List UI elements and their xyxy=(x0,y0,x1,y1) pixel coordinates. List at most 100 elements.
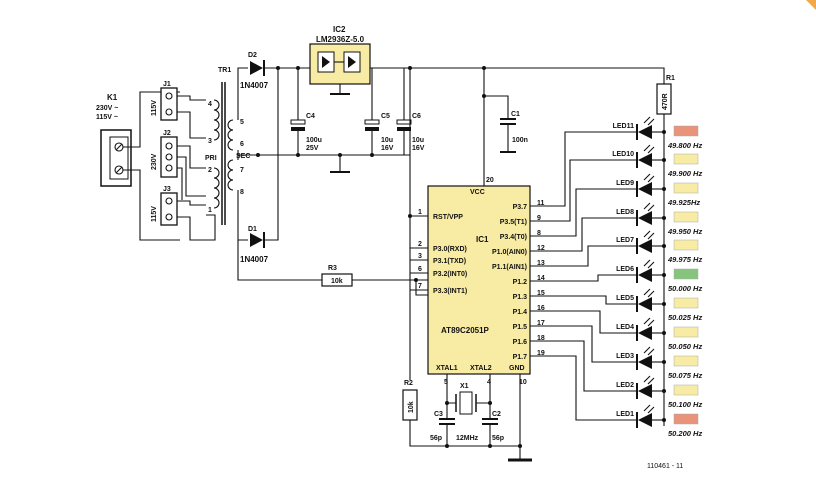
mcu-pin-9: 9 xyxy=(537,215,541,222)
k1-voltage-1: 230V ~ xyxy=(96,105,118,112)
connector-k1: K1 230V ~ 115V ~ xyxy=(96,93,132,187)
svg-text:7: 7 xyxy=(240,167,244,174)
led-ref: LED1 xyxy=(616,411,634,418)
mcu-pin-18: 18 xyxy=(537,335,545,342)
led-color-swatch xyxy=(673,413,699,425)
mcu-pin-name: P1.5 xyxy=(513,324,528,331)
svg-text:20: 20 xyxy=(486,177,494,184)
led-ref: LED5 xyxy=(616,295,634,302)
led-symbol xyxy=(638,239,652,253)
svg-text:5: 5 xyxy=(444,379,448,386)
mcu-pin-17: 17 xyxy=(537,320,545,327)
svg-text:6: 6 xyxy=(240,141,244,148)
k1-voltage-2: 115V ~ xyxy=(96,114,118,121)
svg-text:10u: 10u xyxy=(381,137,393,144)
cap-c4: C4 100u 25V xyxy=(290,68,322,155)
resistor-r3: R3 10k xyxy=(321,265,353,287)
mcu-pin-12: 12 xyxy=(537,245,545,252)
svg-text:4: 4 xyxy=(487,379,491,386)
mcu-pin-15: 15 xyxy=(537,290,545,297)
mcu-pin-name: P1.6 xyxy=(513,339,528,346)
mcu-pin-name: P3.7 xyxy=(513,204,528,211)
figure-number: 110461 - 11 xyxy=(647,463,683,470)
led-symbol xyxy=(638,268,652,282)
svg-text:R2: R2 xyxy=(404,380,413,387)
led-ref: LED9 xyxy=(616,180,634,187)
cap-c5: C5 10u 16V xyxy=(364,68,394,155)
mcu-pin-16: 16 xyxy=(537,305,545,312)
mcu-pin-name: P1.3 xyxy=(513,294,528,301)
led-symbol xyxy=(638,413,652,427)
mcu-pin-name: P3.3(INT1) xyxy=(433,288,467,295)
led-frequency: 50.025 Hz xyxy=(668,313,702,322)
mcu-pin-name: P1.2 xyxy=(513,279,528,286)
mcu-pin-name: P1.1(AIN1) xyxy=(492,264,527,271)
led-color-swatch xyxy=(673,125,699,137)
led-frequency: 49.975 Hz xyxy=(667,255,702,264)
svg-text:25V: 25V xyxy=(306,145,319,152)
svg-text:8: 8 xyxy=(240,189,244,196)
led-frequency: 50.050 Hz xyxy=(668,342,702,351)
led-ref: LED2 xyxy=(616,382,634,389)
led-symbol xyxy=(638,211,652,225)
svg-text:C1: C1 xyxy=(511,111,520,118)
diode-d1: D1 1N4007 xyxy=(240,226,269,264)
ic1-part: AT89C2051P xyxy=(441,326,490,335)
svg-text:C3: C3 xyxy=(434,411,443,418)
mcu-pin-2: 2 xyxy=(418,241,422,248)
svg-text:C5: C5 xyxy=(381,113,390,120)
svg-text:R3: R3 xyxy=(328,265,337,272)
led-frequency: 50.000 Hz xyxy=(668,284,702,293)
svg-text:12MHz: 12MHz xyxy=(456,435,479,442)
svg-text:4: 4 xyxy=(208,101,212,108)
mcu-pin-13: 13 xyxy=(537,260,545,267)
svg-text:R1: R1 xyxy=(666,75,675,82)
led-color-swatch xyxy=(673,153,699,165)
svg-text:C4: C4 xyxy=(306,113,315,120)
diode-d2: D2 1N4007 xyxy=(240,52,269,90)
j2-ref: J2 xyxy=(163,130,171,137)
svg-text:C6: C6 xyxy=(412,113,421,120)
cap-c6: C6 10u 16V xyxy=(396,68,425,155)
led-color-swatch xyxy=(673,239,699,251)
led-symbol xyxy=(638,125,652,139)
mcu-pin-1: 1 xyxy=(418,209,422,216)
corner-accent xyxy=(806,0,816,10)
svg-text:3: 3 xyxy=(208,138,212,145)
led-ref: LED8 xyxy=(616,209,634,216)
led-color-swatch xyxy=(673,182,699,194)
transformer-tr1: TR1 PRI SEC 4 3 2 1 5 6 7 8 xyxy=(205,67,250,225)
led-symbol xyxy=(638,297,652,311)
mcu-pin-name: P3.5(T1) xyxy=(500,219,527,226)
tr1-pri-label: PRI xyxy=(205,155,217,162)
mcu-pin-name: P1.4 xyxy=(513,309,528,316)
mcu-pin-name: P1.7 xyxy=(513,354,528,361)
led-ref: LED3 xyxy=(616,353,634,360)
svg-text:2: 2 xyxy=(208,167,212,174)
tr1-sec-label: SEC xyxy=(236,153,250,160)
mcu-pin-name: RST/VPP xyxy=(433,214,463,221)
svg-text:5: 5 xyxy=(240,119,244,126)
led-color-swatch xyxy=(673,297,699,309)
svg-text:56p: 56p xyxy=(492,435,504,442)
mcu-pin-name: P3.4(T0) xyxy=(500,234,527,241)
led-color-swatch xyxy=(673,355,699,367)
svg-text:1N4007: 1N4007 xyxy=(240,81,269,90)
crystal-x1: X1 12MHz xyxy=(455,383,479,442)
resistor-r1: R1 470R xyxy=(656,75,675,115)
j3-ref: J3 xyxy=(163,186,171,193)
mcu-pin-name: P3.0(RXD) xyxy=(433,246,467,253)
svg-text:56p: 56p xyxy=(430,435,442,442)
ic1-ref: IC1 xyxy=(476,235,489,244)
led-symbol xyxy=(638,326,652,340)
ic2-part: LM2936Z-5.0 xyxy=(316,35,365,44)
